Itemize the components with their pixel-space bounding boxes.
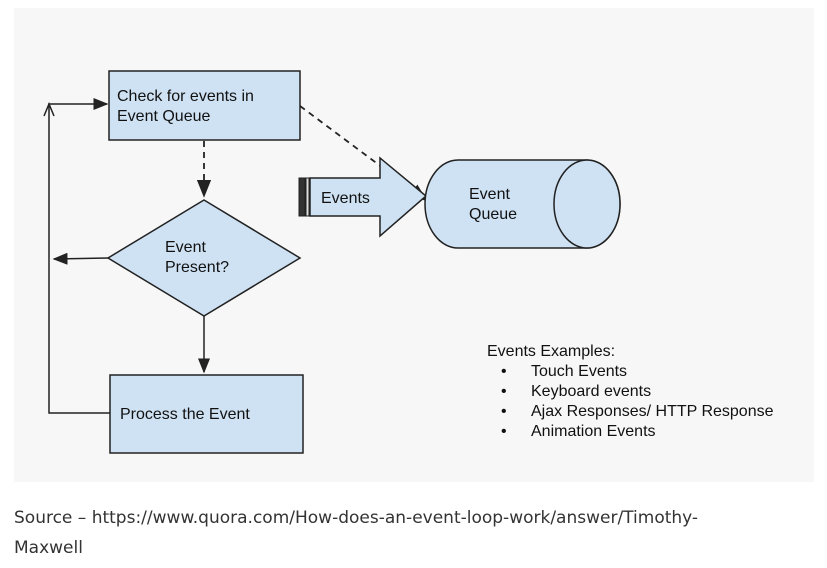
event-present-label-line1: Event (165, 239, 206, 256)
events-arrow-tail-bar-2 (305, 177, 310, 217)
event-loop-diagram: Check for events in Event Queue Event Pr… (14, 8, 814, 482)
list-item: Animation Events (501, 422, 773, 442)
dashed-arrow-check-to-queue (299, 105, 428, 202)
event-queue-cylinder-end (553, 159, 621, 249)
process-event-label: Process the Event (120, 406, 250, 423)
event-queue-label: Event Queue (469, 185, 517, 225)
events-examples-title: Events Examples: (487, 343, 616, 360)
events-arrow-label: Events (321, 190, 370, 207)
event-queue-label-line2: Queue (469, 206, 518, 223)
check-events-label-line1: Check for events in (117, 88, 254, 105)
check-events-label-line2: Event Queue (117, 108, 211, 125)
events-arrow-tail-bar (298, 177, 306, 217)
events-examples: Events Examples: Touch Events Keyboard e… (487, 342, 773, 442)
event-present-label-line2: Present? (165, 259, 230, 276)
loop-back-line (48, 98, 110, 414)
list-item: Keyboard events (501, 382, 773, 402)
list-item: Ajax Responses/ HTTP Response (501, 402, 774, 422)
source-caption: Source – https://www.quora.com/How-does-… (14, 503, 814, 563)
process-event-box (109, 374, 304, 454)
check-events-label: Check for events in Event Queue (117, 87, 254, 127)
event-present-label: Event Present? (165, 238, 229, 278)
event-queue-label-line1: Event (469, 186, 510, 203)
source-caption-line2: Maxwell (14, 538, 83, 558)
events-examples-list: Touch Events Keyboard events Ajax Respon… (487, 362, 774, 442)
check-events-box (108, 70, 301, 141)
diagram-canvas (43, 70, 621, 454)
loop-up-arrowhead (43, 102, 55, 117)
source-caption-line1: Source – https://www.quora.com/How-does-… (14, 508, 699, 528)
list-item: Touch Events (501, 362, 773, 382)
events-block-arrow (309, 156, 428, 238)
arrow-decision-no (52, 252, 109, 265)
